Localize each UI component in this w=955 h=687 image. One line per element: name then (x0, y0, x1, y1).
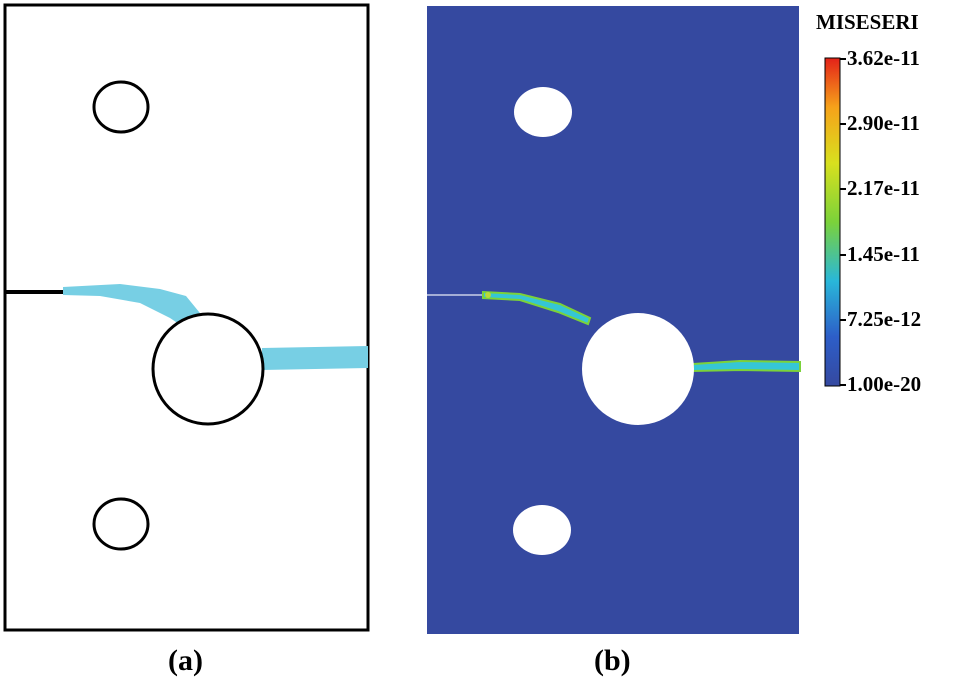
colorbar-tick-mark (840, 319, 846, 321)
lower-hole-a (92, 497, 150, 551)
center-hole-a (151, 312, 265, 426)
upper-hole-b (514, 87, 572, 137)
colorbar-tick-label: 1.45e-11 (847, 242, 920, 266)
crack-path-left-b (482, 290, 592, 326)
colorbar-tick-label: 3.62e-11 (847, 46, 920, 70)
crack-path-right-a (262, 346, 368, 370)
colorbar-tick-mark (840, 254, 846, 256)
upper-hole-a (92, 80, 150, 134)
panel-label-b: (b) (594, 644, 631, 677)
colorbar-tick-mark (840, 123, 846, 125)
center-hole-b (582, 313, 694, 425)
panel-a-diagram (3, 3, 370, 632)
colorbar-tick-label: 2.90e-11 (847, 111, 920, 135)
colorbar-tick-label: 1.00e-20 (847, 372, 922, 396)
crack-path-right-b (692, 359, 801, 373)
colorbar-tick-mark (840, 384, 846, 386)
colorbar-tick-mark (840, 58, 846, 60)
crack-tip-b (485, 292, 491, 298)
crack-path-left-a (63, 284, 204, 330)
colorbar-tick-label: 7.25e-12 (847, 307, 922, 331)
panel-b-contour (427, 6, 801, 634)
colorbar-tick-label: 2.17e-11 (847, 176, 920, 200)
panel-label-a: (a) (168, 644, 203, 677)
colorbar-title: MISESERI (816, 10, 919, 34)
lower-hole-b (513, 505, 571, 555)
colorbar-tick-mark (840, 188, 846, 190)
colorbar-gradient (824, 57, 841, 387)
